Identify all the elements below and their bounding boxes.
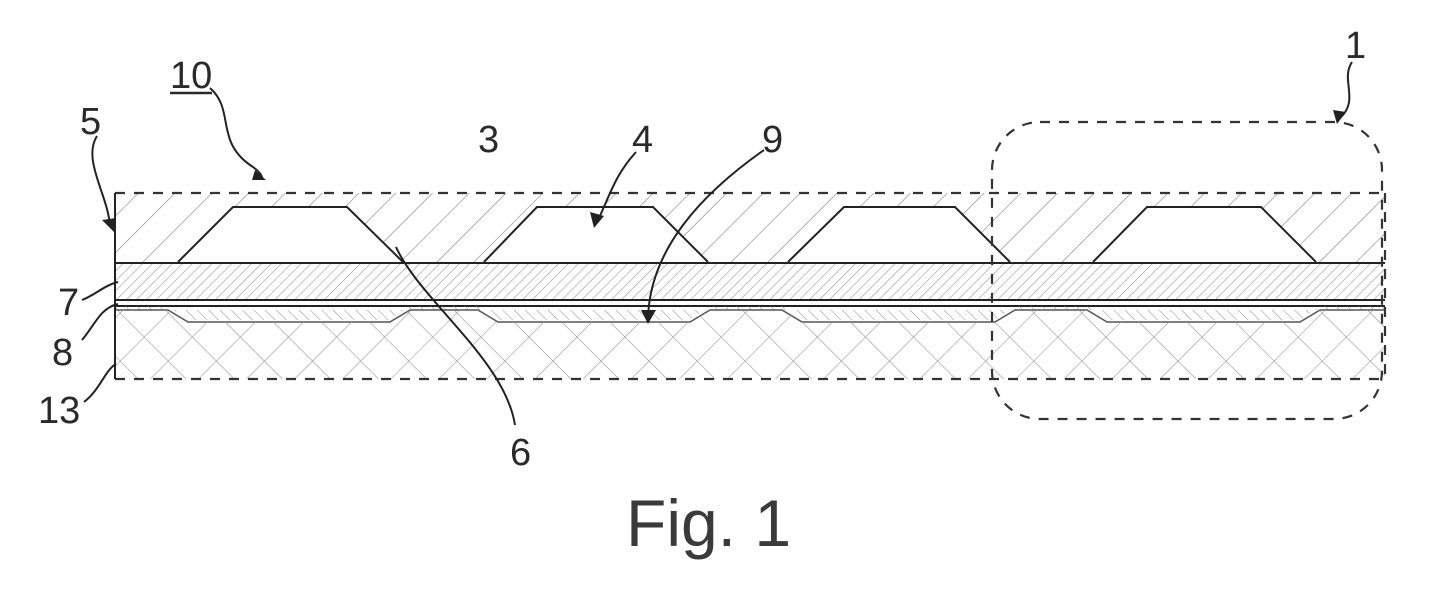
leader-13 [84, 364, 116, 402]
figure-caption: Fig. 1 [626, 486, 791, 560]
bottom-layer [115, 310, 1385, 379]
leader-8 [82, 304, 118, 340]
top-layer [115, 193, 1385, 263]
middle-layer [115, 263, 1385, 306]
arrow-5 [102, 218, 116, 232]
label-6: 6 [510, 432, 531, 474]
label-10: 10 [170, 55, 212, 97]
leader-1 [1340, 62, 1352, 118]
label-5: 5 [80, 101, 101, 143]
label-1: 1 [1345, 25, 1366, 67]
leader-5 [92, 136, 110, 226]
label-7: 7 [58, 282, 79, 324]
label-8: 8 [52, 332, 73, 374]
leader-7 [82, 282, 118, 300]
label-4: 4 [632, 119, 653, 161]
label-13: 13 [38, 390, 80, 432]
label-3: 3 [478, 119, 499, 161]
leader-10 [210, 88, 262, 178]
label-9: 9 [762, 119, 783, 161]
